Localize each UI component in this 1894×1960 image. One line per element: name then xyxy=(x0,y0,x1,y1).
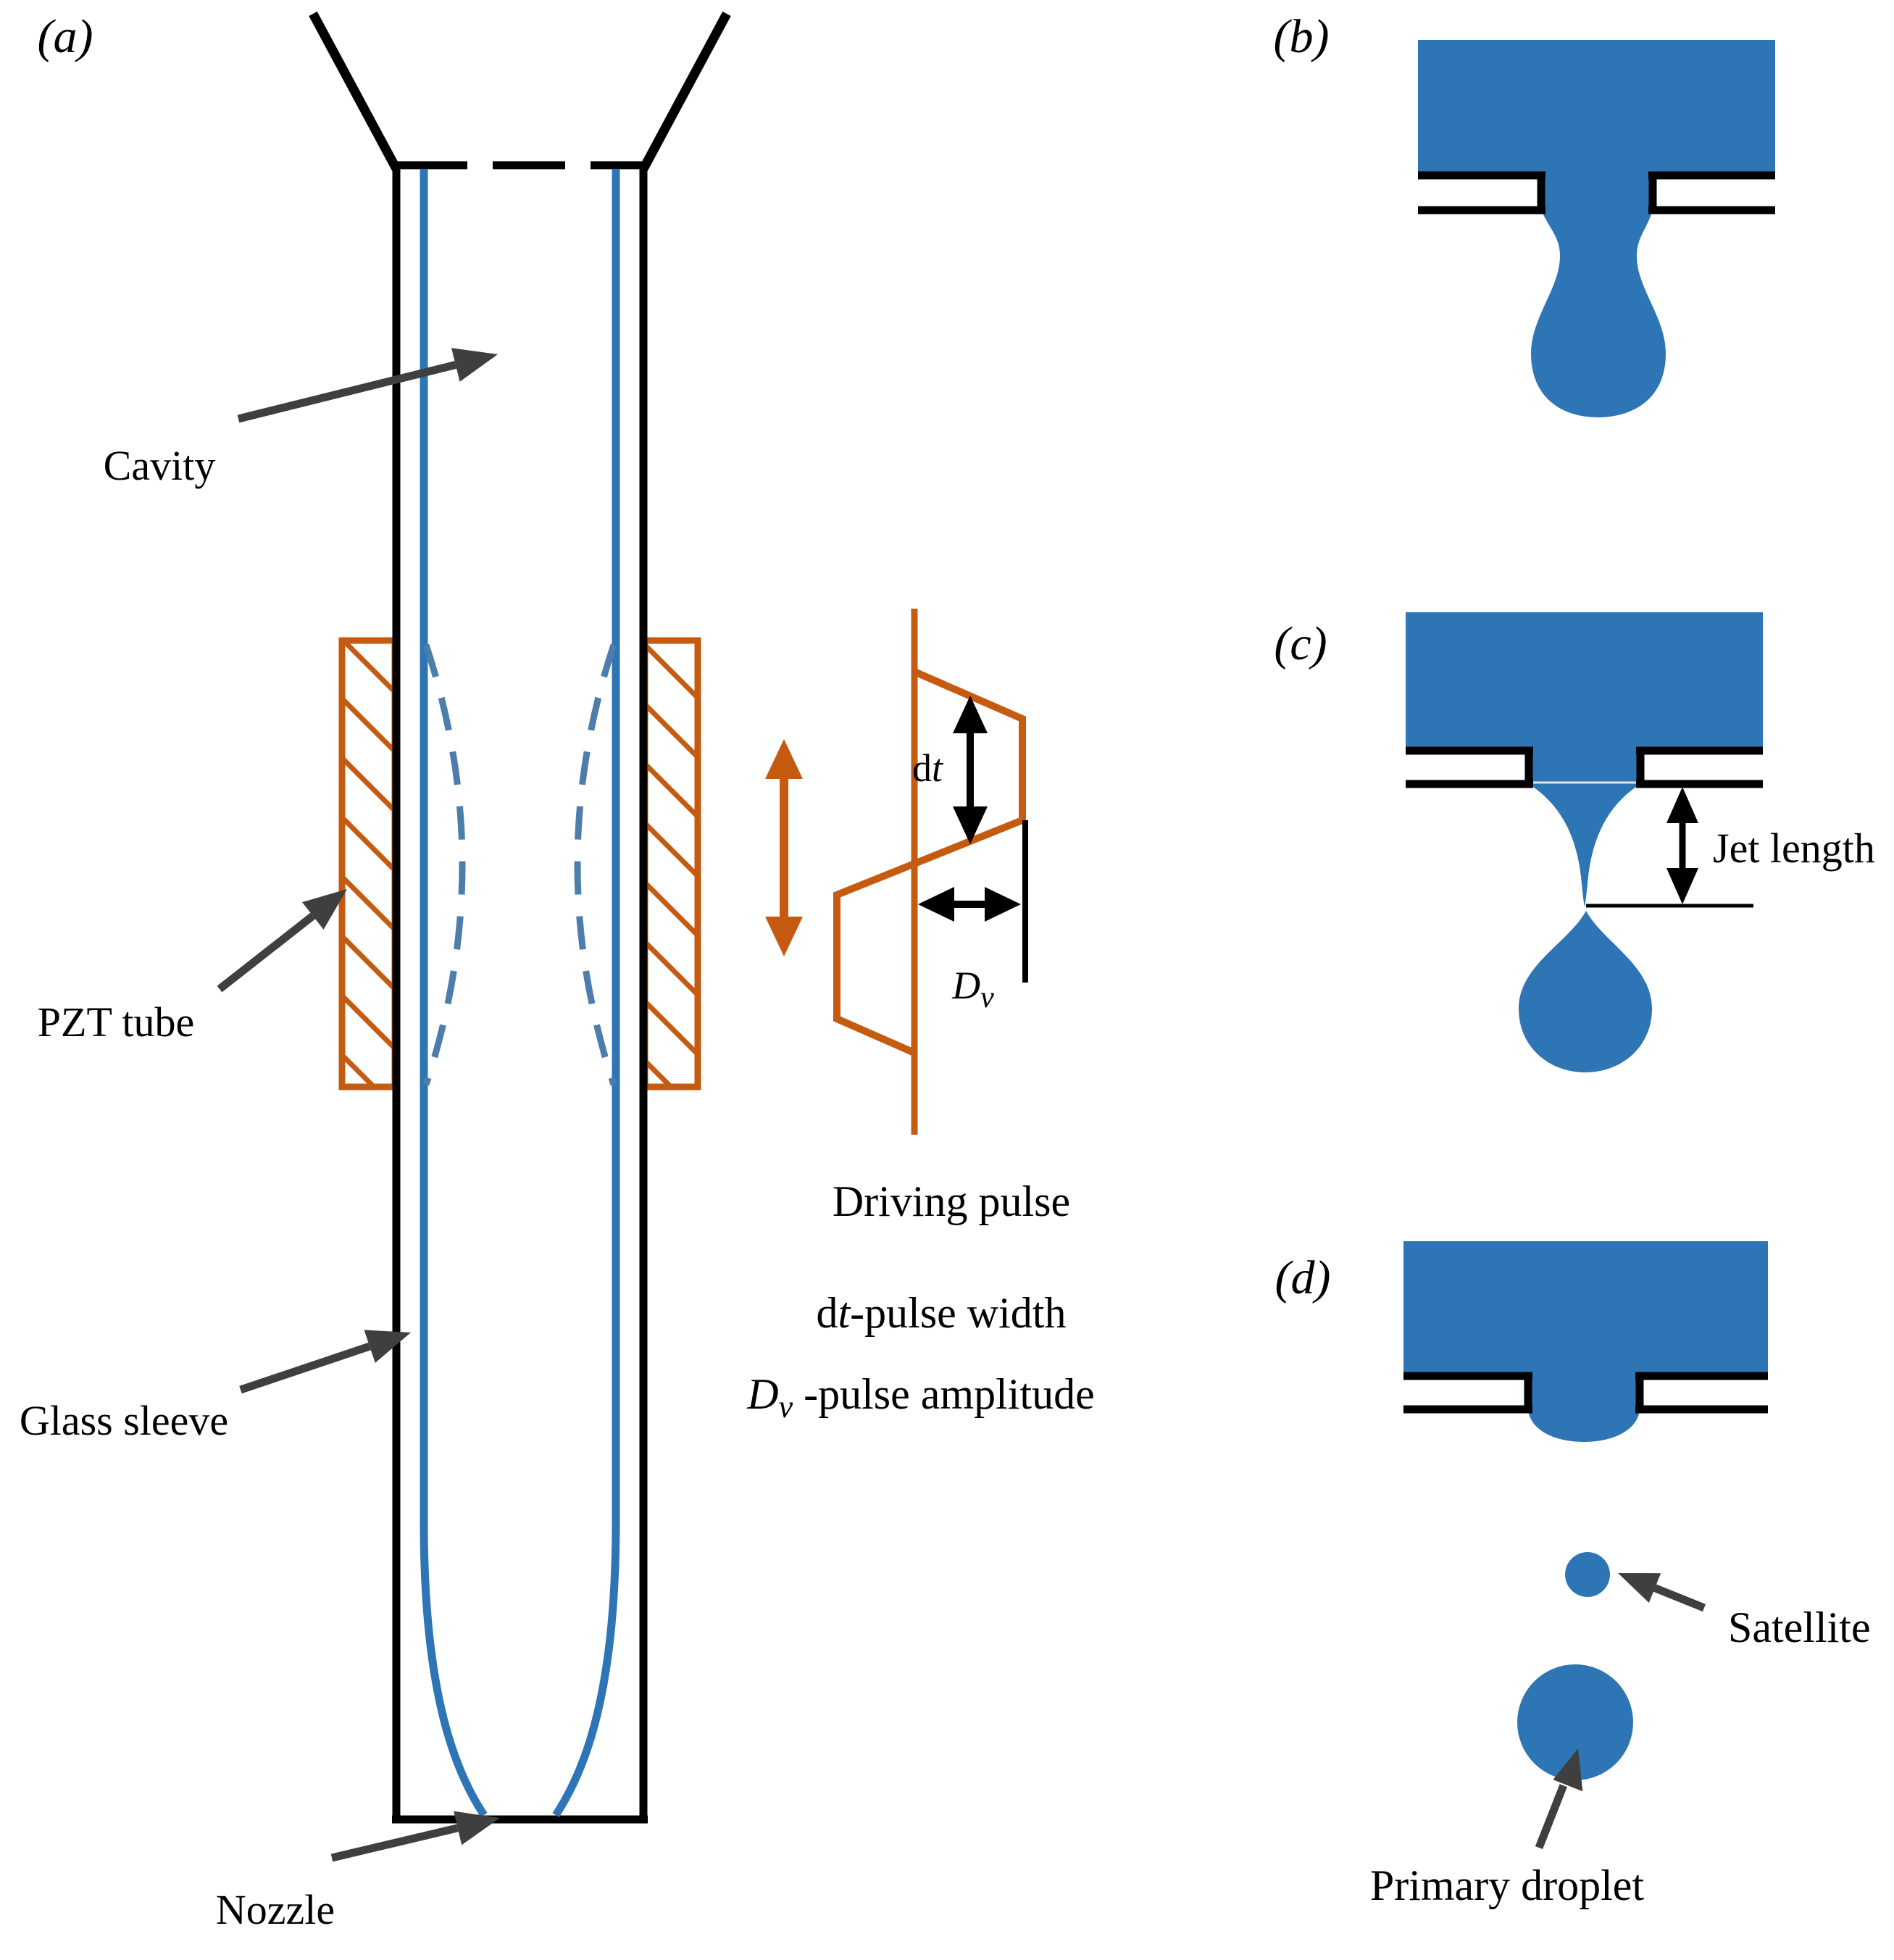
dt-symbol-label: dt xyxy=(912,746,944,790)
orifice-liquid-column-d xyxy=(1531,1374,1637,1413)
driving-pulse-waveform: dt Dv xyxy=(833,609,1028,1135)
funnel-right-line xyxy=(639,11,731,172)
glass-sleeve-label: Glass sleeve xyxy=(20,1397,228,1444)
orifice-liquid-column-b xyxy=(1544,176,1650,216)
nozzle-plate-b xyxy=(1418,171,1775,214)
dv-amplitude-arrow xyxy=(918,887,1021,922)
primary-droplet-label: Primary droplet xyxy=(1370,1861,1645,1909)
funnel-left-line xyxy=(309,11,401,172)
panel-c-label: (c) xyxy=(1274,617,1327,670)
driving-pulse-title: Driving pulse xyxy=(833,1177,1070,1225)
satellite-leader-arrow xyxy=(1618,1573,1706,1612)
liquid-jet-c xyxy=(1529,784,1640,907)
primary-droplet xyxy=(1517,1664,1633,1780)
panel-d-label: (d) xyxy=(1275,1251,1331,1304)
panel-d: (d) Satellite Primary droplet xyxy=(1275,1241,1871,1909)
detaching-droplet-c xyxy=(1519,911,1652,1072)
nozzle-plate-d xyxy=(1403,1372,1768,1414)
panel-a-label: (a) xyxy=(38,10,93,63)
pzt-tube-left xyxy=(338,637,399,1090)
dt-legend-line: dt-pulse width xyxy=(817,1289,1067,1337)
panel-c: (c) Jet length xyxy=(1274,612,1875,1072)
orifice-liquid-column-c xyxy=(1532,748,1638,785)
inner-capillary-right xyxy=(552,169,620,1818)
dv-legend-line: Dv -pulse amplitude xyxy=(746,1370,1094,1425)
inner-capillary-left xyxy=(420,169,488,1818)
reservoir-liquid-c xyxy=(1406,612,1763,751)
satellite-droplet xyxy=(1565,1552,1610,1597)
satellite-label: Satellite xyxy=(1728,1604,1871,1651)
nozzle-label: Nozzle xyxy=(216,1886,335,1933)
panel-a: (a) Cavity PZT tube Glass sleeve xyxy=(20,10,1095,1933)
reservoir-liquid-b xyxy=(1418,40,1775,178)
pzt-tube-right xyxy=(641,637,701,1090)
cavity-label: Cavity xyxy=(104,442,216,489)
jet-length-label: Jet length xyxy=(1713,825,1875,872)
reservoir-liquid-d xyxy=(1403,1241,1768,1376)
pendant-drop-b xyxy=(1531,210,1666,417)
primary-leader-arrow xyxy=(1535,1748,1583,1850)
pulse-trace xyxy=(833,668,1026,1056)
pzt-tube-label: PZT tube xyxy=(38,998,194,1046)
cavity-leader-arrow xyxy=(237,348,498,423)
dv-symbol-label: Dv xyxy=(951,964,994,1014)
glass-sleeve-leader-arrow xyxy=(239,1330,411,1394)
nozzle-leader-arrow xyxy=(330,1811,500,1862)
panel-b-label: (b) xyxy=(1274,10,1330,63)
panel-b: (b) xyxy=(1274,10,1775,417)
meniscus-bulge-d xyxy=(1528,1409,1640,1442)
deformation-dashed-left xyxy=(422,643,466,1086)
nozzle-plate-c xyxy=(1406,746,1763,788)
jet-length-arrow xyxy=(1666,787,1698,904)
vibration-double-arrow xyxy=(765,739,803,956)
pzt-leader-arrow xyxy=(217,889,347,993)
dt-width-arrow xyxy=(953,696,988,844)
deformation-dashed-right xyxy=(574,643,617,1086)
